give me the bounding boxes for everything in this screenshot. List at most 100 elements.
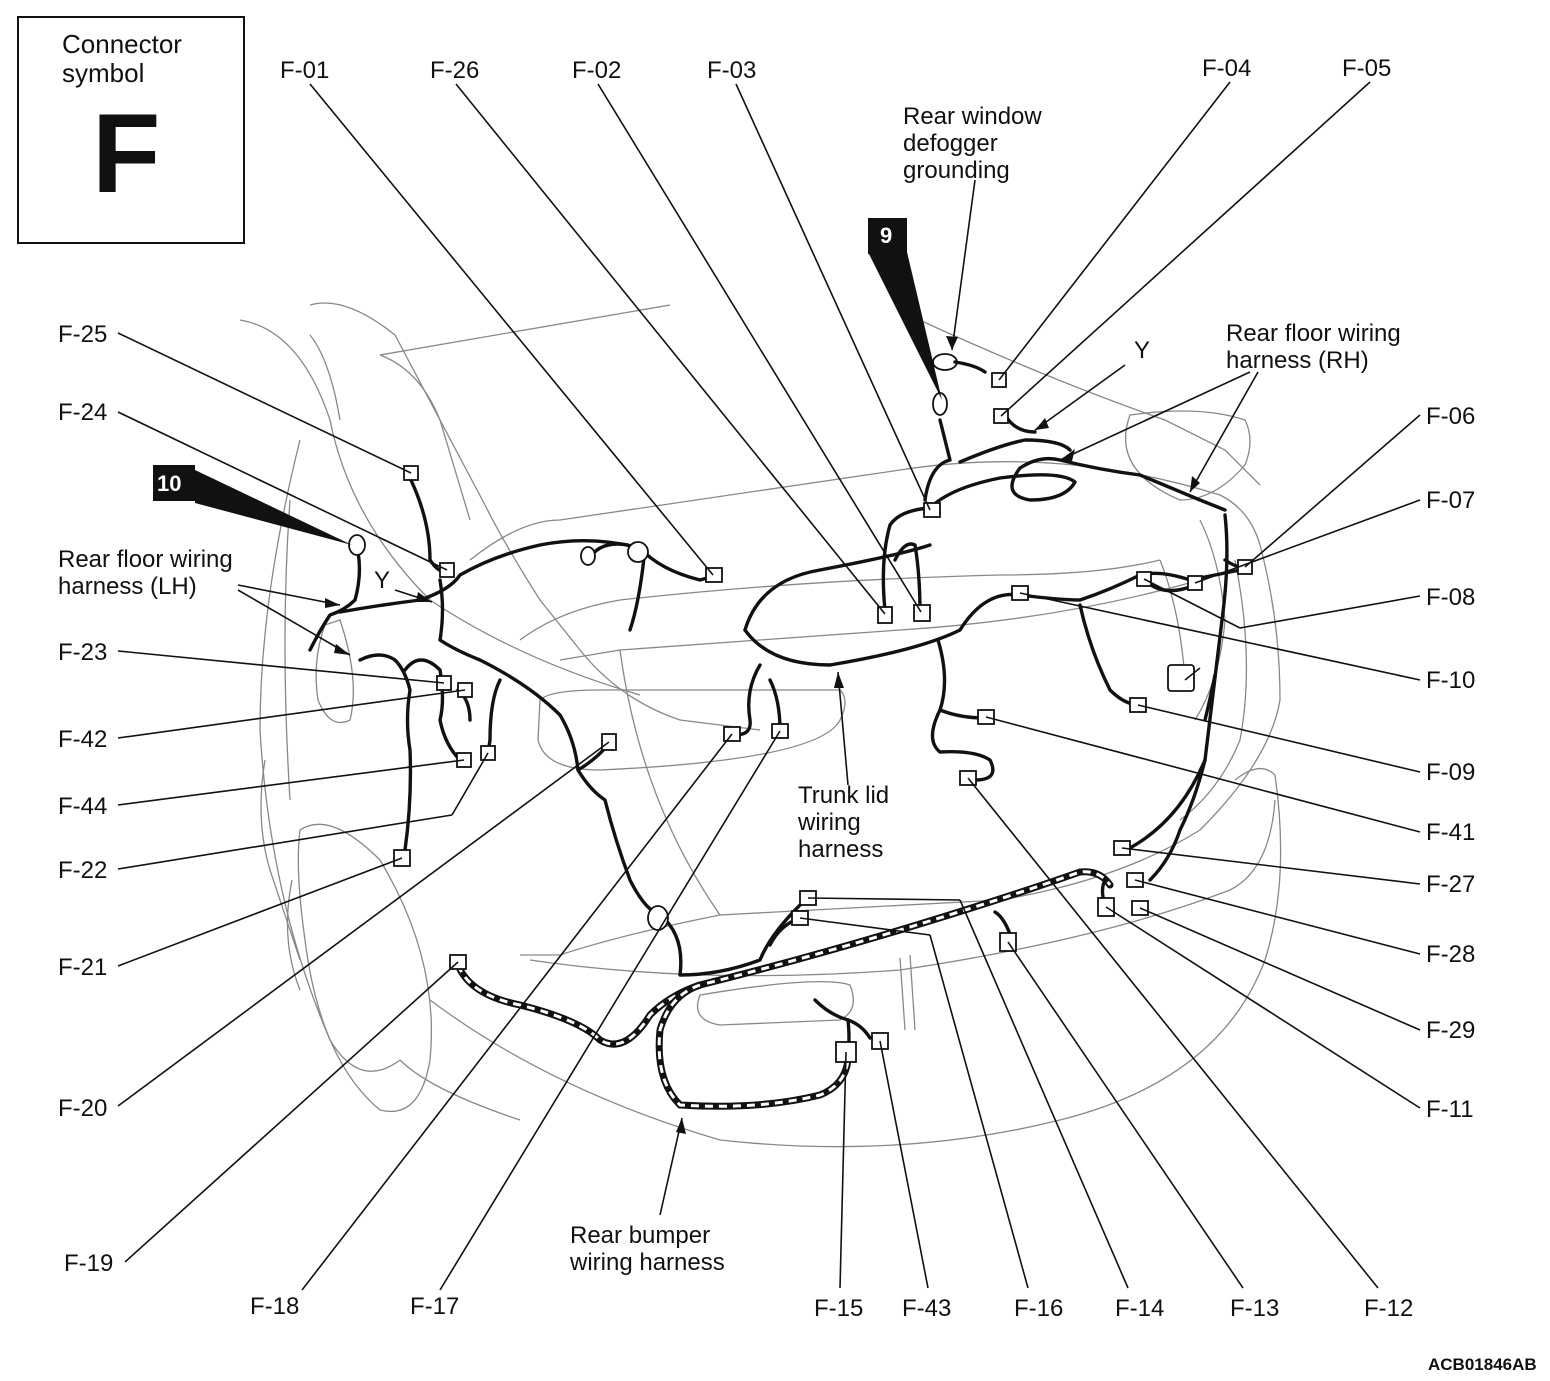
label-f03: F-03 <box>707 57 756 84</box>
callout-badges: 9 10 <box>153 218 942 545</box>
leader-f18 <box>301 733 733 1291</box>
defogger-line1: Rear window <box>903 103 1042 130</box>
bumper-harness-line2: wiring harness <box>569 1249 725 1276</box>
ground-eyelet-10 <box>348 534 366 556</box>
rh-harness-line2: harness (RH) <box>1226 347 1369 374</box>
harness-annotations: Rear window defogger grounding Rear floo… <box>58 103 1537 1374</box>
leader-f08a <box>1239 595 1421 629</box>
leader-y-right <box>1034 364 1126 431</box>
badge-10 <box>153 465 195 501</box>
leader-defogger <box>951 179 976 351</box>
trunk-harness-line3: harness <box>798 836 883 863</box>
label-f12: F-12 <box>1364 1295 1413 1322</box>
label-f10: F-10 <box>1426 667 1475 694</box>
label-f17: F-17 <box>410 1293 459 1320</box>
label-f05: F-05 <box>1342 55 1391 82</box>
leader-f23 <box>117 650 445 684</box>
badge-9 <box>868 218 907 254</box>
label-f43: F-43 <box>902 1295 951 1322</box>
bumper-harness-line1: Rear bumper <box>570 1222 710 1249</box>
leader-f28 <box>1134 879 1421 955</box>
leader-trunk <box>837 671 849 786</box>
grommet-lower <box>647 905 669 931</box>
leader-rh-1 <box>1059 371 1251 461</box>
label-f01: F-01 <box>280 57 329 84</box>
leader-lh-1 <box>237 584 341 606</box>
label-f19: F-19 <box>64 1250 113 1277</box>
leader-f24 <box>117 411 448 571</box>
label-f25: F-25 <box>58 321 107 348</box>
label-f27: F-27 <box>1426 871 1475 898</box>
leader-f14b <box>807 897 961 901</box>
ground-eyelet-9 <box>932 392 948 416</box>
leader-f22b <box>451 752 489 816</box>
label-f22: F-22 <box>58 857 107 884</box>
label-f09: F-09 <box>1426 759 1475 786</box>
leader-f14a <box>959 899 1129 1289</box>
connector-labels: F-01 F-26 F-02 F-03 F-04 F-05 F-06 F-07 … <box>58 55 1475 1322</box>
label-f07: F-07 <box>1426 487 1475 514</box>
label-f23: F-23 <box>58 639 107 666</box>
leader-bumper <box>659 1117 683 1216</box>
leader-f06 <box>1244 414 1421 568</box>
defogger-line2: defogger <box>903 130 998 157</box>
badge-9-label: 9 <box>880 223 892 248</box>
label-f02: F-02 <box>572 57 621 84</box>
leader-f27 <box>1121 847 1421 885</box>
symbol-box-letter: F <box>92 91 160 216</box>
grounding-details <box>348 353 1201 931</box>
leader-lines <box>117 81 1421 1291</box>
leader-f41 <box>985 716 1421 833</box>
connector-f02 <box>913 604 931 622</box>
lh-harness-line2: harness (LH) <box>58 573 197 600</box>
leader-f15 <box>839 1051 847 1289</box>
leader-f19 <box>124 961 459 1263</box>
label-f26: F-26 <box>430 57 479 84</box>
connector-f03 <box>923 502 941 518</box>
leader-f44 <box>117 759 465 806</box>
leader-f42 <box>117 689 466 739</box>
label-f13: F-13 <box>1230 1295 1279 1322</box>
badge-10-label: 10 <box>157 471 181 496</box>
leader-f25 <box>117 332 412 474</box>
leader-f21 <box>117 857 403 967</box>
figure-code: ACB01846AB <box>1428 1355 1537 1374</box>
bracket-rh <box>1167 664 1195 692</box>
leader-f04 <box>998 81 1231 381</box>
label-f16: F-16 <box>1014 1295 1063 1322</box>
label-f06: F-06 <box>1426 403 1475 430</box>
rh-harness-line1: Rear floor wiring <box>1226 320 1401 347</box>
label-f08: F-08 <box>1426 584 1475 611</box>
wedge-9 <box>868 252 942 400</box>
car-body-outline <box>239 302 1282 1148</box>
connector-f26 <box>877 606 893 624</box>
leader-f12 <box>967 777 1379 1289</box>
label-f15: F-15 <box>814 1295 863 1322</box>
symbol-box-frame <box>17 16 245 244</box>
leader-lh-2 <box>237 589 351 656</box>
leader-f26 <box>455 83 886 615</box>
y-left-label: Y <box>374 567 390 594</box>
label-f24: F-24 <box>58 399 107 426</box>
label-f21: F-21 <box>58 954 107 981</box>
leader-f08b <box>1143 578 1241 629</box>
rear-bumper-harness <box>454 868 1114 1110</box>
label-f44: F-44 <box>58 793 107 820</box>
wedge-10 <box>195 470 352 545</box>
label-f04: F-04 <box>1202 55 1251 82</box>
symbol-box-line2: symbol <box>62 58 144 88</box>
leader-f16a <box>929 934 1029 1289</box>
grommet-left <box>580 546 596 566</box>
trunk-harness-line1: Trunk lid <box>798 782 889 809</box>
leader-f11 <box>1105 906 1421 1109</box>
label-f11: F-11 <box>1426 1096 1474 1123</box>
leader-f16b <box>799 917 931 936</box>
leader-f17 <box>439 730 781 1291</box>
y-right-label: Y <box>1134 337 1150 364</box>
leader-f07 <box>1194 499 1421 584</box>
label-f41: F-41 <box>1426 819 1475 846</box>
label-f20: F-20 <box>58 1095 107 1122</box>
leader-f01 <box>309 83 714 576</box>
leader-f03 <box>735 83 931 511</box>
